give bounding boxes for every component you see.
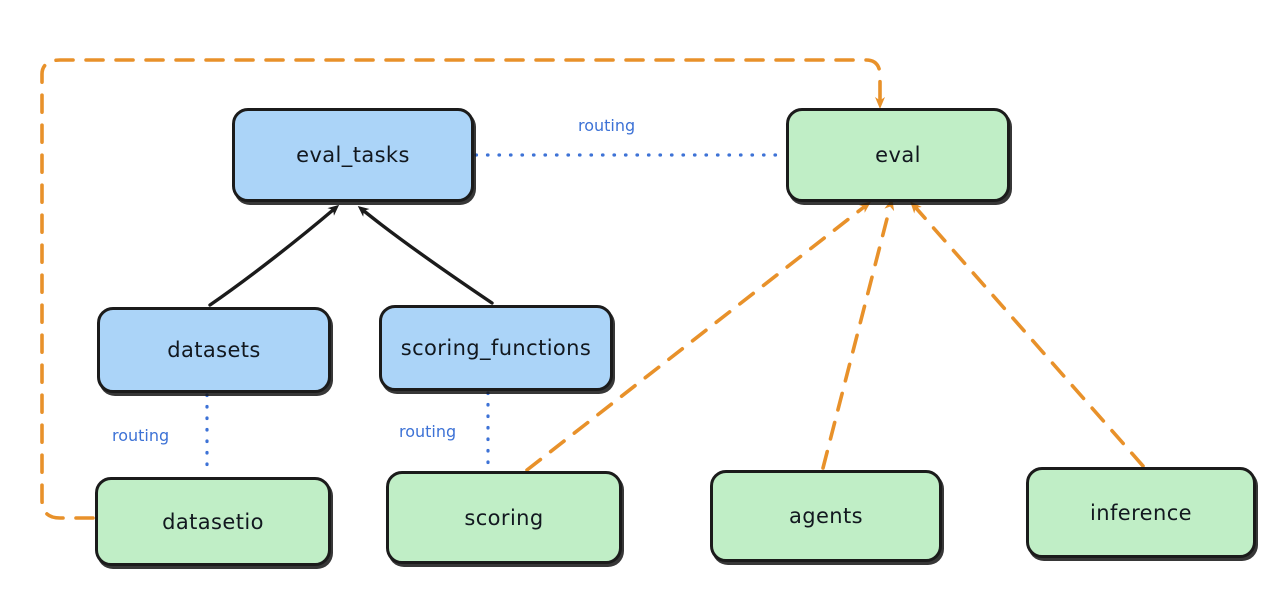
node-scoring[interactable]: scoring <box>386 471 622 564</box>
node-label-inference: inference <box>1090 500 1192 525</box>
node-eval[interactable]: eval <box>786 108 1010 202</box>
edge-label-routing-datasets: routing <box>112 426 170 445</box>
node-agents[interactable]: agents <box>710 470 942 562</box>
node-label-datasets: datasets <box>167 338 261 362</box>
node-label-scoring-functions: scoring_functions <box>400 336 592 360</box>
node-label-datasetio: datasetio <box>162 509 264 534</box>
edge-scoring-functions-to-eval-tasks <box>357 205 494 305</box>
node-label-scoring: scoring <box>464 505 544 530</box>
edge-inference-to-eval <box>910 201 1145 468</box>
node-inference[interactable]: inference <box>1026 467 1256 558</box>
node-label-eval: eval <box>875 143 921 167</box>
edge-agents-to-eval <box>821 198 895 470</box>
node-eval-tasks[interactable]: eval_tasks <box>232 108 474 202</box>
edge-scoring-to-eval <box>525 201 872 472</box>
node-label-eval-tasks: eval_tasks <box>296 143 410 167</box>
node-datasets[interactable]: datasets <box>97 307 331 393</box>
edge-label-routing-scoring: routing <box>399 422 457 441</box>
edge-label-routing-eval-tasks: routing <box>578 116 636 135</box>
node-datasetio[interactable]: datasetio <box>95 477 331 566</box>
edge-datasetio-to-eval <box>40 58 885 520</box>
node-scoring-functions[interactable]: scoring_functions <box>379 305 613 391</box>
node-label-agents: agents <box>788 504 863 528</box>
edge-datasets-to-eval-tasks <box>208 204 340 307</box>
